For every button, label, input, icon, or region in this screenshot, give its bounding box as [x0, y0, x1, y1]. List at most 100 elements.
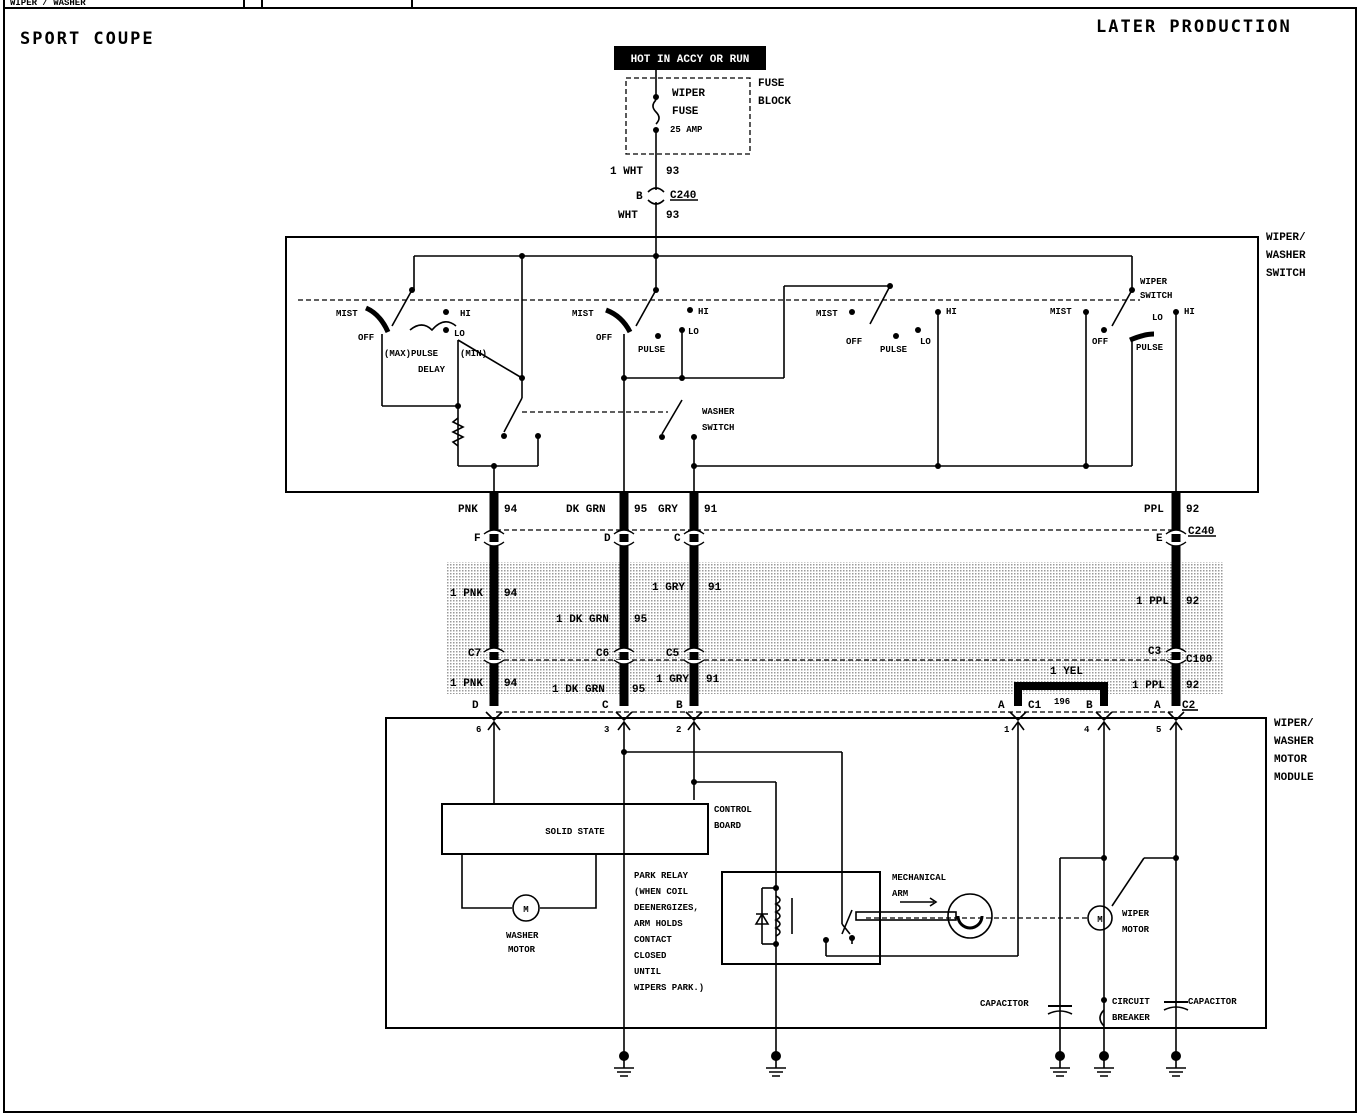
mid-c94: 94 — [504, 588, 518, 600]
harness-c94: 94 — [504, 504, 518, 516]
mid-yel: 1 YEL — [1050, 666, 1083, 678]
park-relay-6: CLOSED — [634, 951, 667, 961]
sec3-off: OFF — [846, 337, 862, 347]
control-board-label-1: CONTROL — [714, 805, 752, 815]
switch-title-1: WIPER/ — [1266, 232, 1306, 244]
c240-connector-label: C240 — [670, 190, 696, 202]
pin-f: F — [474, 533, 481, 545]
sec3-mist: MIST — [816, 309, 838, 319]
harness-c240: C240 — [1188, 526, 1214, 538]
sec1-lo: LO — [454, 329, 465, 339]
harness-c92: 92 — [1186, 504, 1199, 516]
pin-d: D — [604, 533, 611, 545]
model-label: SPORT COUPE — [20, 29, 155, 49]
mod-pin-b: B — [676, 700, 683, 712]
sec1-off: OFF — [358, 333, 374, 343]
wiper-motor-label-1: WIPER — [1122, 909, 1150, 919]
harness-shaded-area — [446, 562, 1224, 694]
mechanical-arm-cam — [947, 893, 993, 939]
wiper-washer-switch-box — [285, 236, 1259, 493]
harness-c91: 91 — [704, 504, 718, 516]
park-relay-5: CONTACT — [634, 935, 672, 945]
park-relay-3: DEENERGIZES, — [634, 903, 699, 913]
mod-pin-d: D — [472, 700, 479, 712]
mid-c3: C3 — [1148, 646, 1162, 658]
washer-switch-label-1: WASHER — [702, 407, 735, 417]
mid-c95: 95 — [634, 614, 648, 626]
sec4-off: OFF — [1092, 337, 1108, 347]
wiper-motor-m: M — [1097, 915, 1102, 925]
sec2-hi: HI — [698, 307, 709, 317]
fuse-rating: 25 AMP — [670, 125, 703, 135]
solid-state-board — [441, 803, 709, 855]
connector-breaks — [483, 529, 1187, 722]
sec1-hi: HI — [460, 309, 471, 319]
mid-ppl: 1 PPL — [1136, 596, 1169, 608]
circuit-breaker-label-1: CIRCUIT — [1112, 997, 1150, 1007]
mid-c91: 91 — [708, 582, 722, 594]
sec3-lo: LO — [920, 337, 931, 347]
capacitor-left-label: CAPACITOR — [980, 999, 1029, 1009]
module-title-2: WASHER — [1274, 736, 1314, 748]
fuse-name-1: WIPER — [672, 88, 705, 100]
hot-label-box — [614, 46, 766, 70]
wiper-motor-label-2: MOTOR — [1122, 925, 1150, 935]
fuse-block-label-2: BLOCK — [758, 96, 791, 108]
mid-c6: C6 — [596, 648, 609, 660]
sec1-min: (MIN) — [460, 349, 487, 359]
mid-c100: C100 — [1186, 654, 1212, 666]
harness-wires — [489, 492, 1181, 706]
fuse-name-2: FUSE — [672, 106, 699, 118]
park-relay-1: PARK RELAY — [634, 871, 689, 881]
mid-gry: 1 GRY — [652, 582, 685, 594]
park-relay-4: ARM HOLDS — [634, 919, 683, 929]
module-title-1: WIPER/ — [1274, 718, 1314, 730]
sec4-pulse: PULSE — [1136, 343, 1164, 353]
control-board-label-2: BOARD — [714, 821, 742, 831]
circuit-breaker-label-2: BREAKER — [1112, 1013, 1150, 1023]
title-tab — [3, 0, 245, 9]
sec4-lo: LO — [1152, 313, 1163, 323]
mid-ppl-2: 1 PPL — [1132, 680, 1165, 692]
washer-motor-symbol — [512, 894, 540, 922]
wiper-motor-symbol — [1087, 905, 1113, 931]
mid-c196: 196 — [1054, 697, 1070, 707]
mid-c95-2: 95 — [632, 684, 646, 696]
mod-pin-a2: A — [1154, 700, 1161, 712]
sec1-mist: MIST — [336, 309, 358, 319]
park-relay-internals — [754, 885, 880, 957]
solid-state-label: SOLID STATE — [545, 827, 605, 837]
washer-motor-label-2: MOTOR — [508, 945, 536, 955]
hot-label: HOT IN ACCY OR RUN — [631, 54, 750, 66]
switch-internal-wiring — [298, 253, 1179, 492]
switch-title-2: WASHER — [1266, 250, 1306, 262]
mid-c94-2: 94 — [504, 678, 518, 690]
park-relay-8: WIPERS PARK.) — [634, 983, 704, 993]
washer-motor-m: M — [523, 905, 528, 915]
harness-gry: GRY — [658, 504, 678, 516]
sec2-mist: MIST — [572, 309, 594, 319]
mod-num-5: 5 — [1156, 725, 1161, 735]
mod-conn-c1: C1 — [1028, 700, 1042, 712]
sec4-mist: MIST — [1050, 307, 1072, 317]
c240-circuit-2: 93 — [666, 210, 680, 222]
mid-c92: 92 — [1186, 596, 1199, 608]
mod-pin-c: C — [602, 700, 609, 712]
harness-c95: 95 — [634, 504, 648, 516]
mid-dkgrn: 1 DK GRN — [556, 614, 609, 626]
mid-pnk: 1 PNK — [450, 588, 483, 600]
fuse-block-outline — [625, 77, 751, 155]
mod-num-6: 6 — [476, 725, 481, 735]
wiper-switch-label-1: WIPER — [1140, 277, 1168, 287]
fuse-terminal-top — [653, 94, 659, 100]
harness-ppl: PPL — [1144, 504, 1164, 516]
fuse-block-label-1: FUSE — [758, 78, 785, 90]
sec3-hi: HI — [946, 307, 957, 317]
mid-c5: C5 — [666, 648, 680, 660]
mod-pin-b2: B — [1086, 700, 1093, 712]
pin-c: C — [674, 533, 681, 545]
harness-pnk: PNK — [458, 504, 478, 516]
mid-pnk-2: 1 PNK — [450, 678, 483, 690]
